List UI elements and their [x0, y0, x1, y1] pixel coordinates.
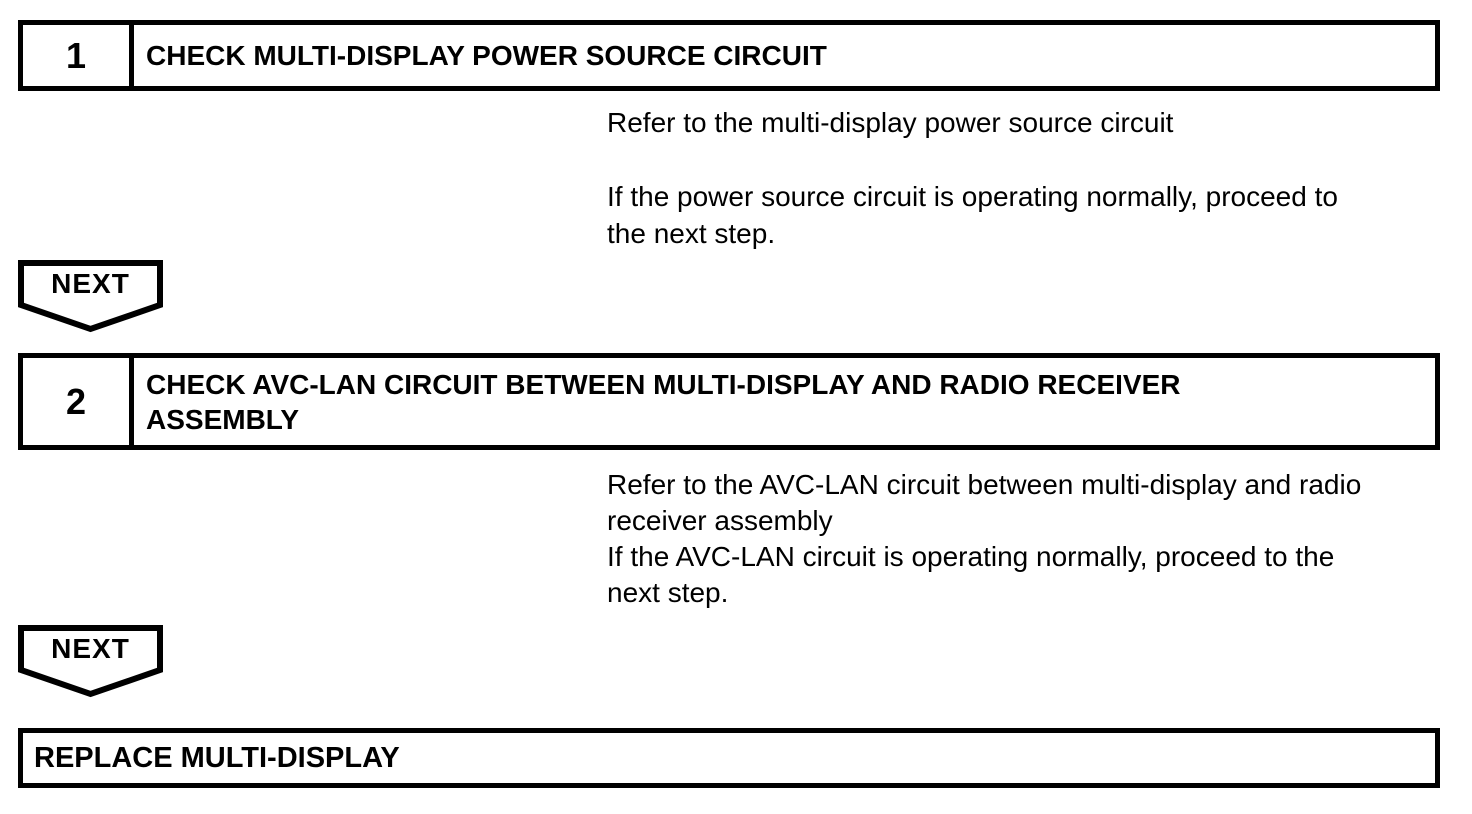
final-action-label: REPLACE MULTI-DISPLAY [34, 741, 400, 774]
instruction-line: the next step. [607, 218, 776, 249]
next-connector-2[interactable]: NEXT [18, 625, 163, 698]
step-2-box: 2 CHECK AVC-LAN CIRCUIT BETWEEN MULTI-DI… [18, 353, 1440, 450]
step-2-title: CHECK AVC-LAN CIRCUIT BETWEEN MULTI-DISP… [134, 358, 1435, 445]
step-2-title-line: CHECK AVC-LAN CIRCUIT BETWEEN MULTI-DISP… [146, 368, 1181, 400]
step-1-paragraph-1: Refer to the multi-display power source … [607, 104, 1452, 141]
instruction-line: If the AVC-LAN circuit is operating norm… [607, 541, 1335, 572]
step-2-paragraph-1: Refer to the AVC-LAN circuit between mul… [607, 467, 1452, 539]
instruction-line: If the power source circuit is operating… [607, 181, 1338, 212]
instruction-line: Refer to the AVC-LAN circuit between mul… [607, 469, 1362, 500]
step-1-title: CHECK MULTI-DISPLAY POWER SOURCE CIRCUIT [134, 25, 1435, 86]
step-2-number: 2 [23, 358, 134, 445]
next-label: NEXT [51, 633, 130, 664]
instruction-line: receiver assembly [607, 505, 833, 536]
step-1-paragraph-2: If the power source circuit is operating… [607, 178, 1452, 252]
step-2-paragraph-2: If the AVC-LAN circuit is operating norm… [607, 539, 1452, 611]
down-arrow-pentagon-icon [18, 625, 163, 698]
step-1-instructions: Refer to the multi-display power source … [607, 104, 1452, 252]
step-1-title-line: CHECK MULTI-DISPLAY POWER SOURCE CIRCUIT [146, 40, 827, 71]
final-action-box: REPLACE MULTI-DISPLAY [18, 728, 1440, 788]
down-arrow-pentagon-icon [18, 260, 163, 333]
instruction-line: next step. [607, 577, 729, 608]
step-2-instructions: Refer to the AVC-LAN circuit between mul… [607, 467, 1452, 611]
next-label: NEXT [51, 268, 130, 299]
step-2-title-line: ASSEMBLY [146, 403, 300, 435]
next-connector-1[interactable]: NEXT [18, 260, 163, 333]
step-1-number: 1 [23, 25, 134, 86]
instruction-line: Refer to the multi-display power source … [607, 107, 1174, 138]
step-1-box: 1 CHECK MULTI-DISPLAY POWER SOURCE CIRCU… [18, 20, 1440, 91]
